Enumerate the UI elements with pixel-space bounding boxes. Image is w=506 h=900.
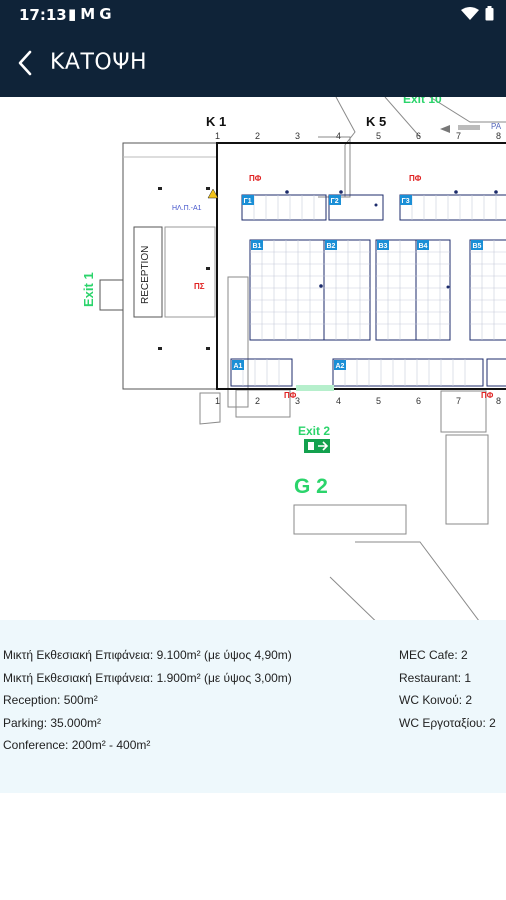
notification-icons: ▮MG [68, 5, 116, 23]
exit-2-label: Exit 2 [298, 424, 330, 438]
booth-label: Γ3 [402, 198, 410, 205]
column-number: 1 [215, 396, 220, 406]
info-line: Restaurant: 1 [399, 670, 472, 685]
info-line: Μικτή Εκθεσιακή Επιφάνεια: 1.900m² (με ύ… [3, 670, 292, 685]
column-number: 4 [336, 396, 341, 406]
booth-label: B1 [253, 243, 262, 250]
info-line: MEC Cafe: 2 [399, 648, 468, 662]
k5-label: K 5 [366, 114, 386, 129]
section-g2-label: G 2 [294, 475, 328, 498]
booth-label: B3 [379, 243, 388, 250]
k1-label: K 1 [206, 114, 226, 129]
booth-label: B2 [327, 243, 336, 250]
parking-label: PA [491, 122, 502, 131]
column-number: 4 [336, 131, 341, 141]
venue-info-panel: Μικτή Εκθεσιακή Επιφάνεια: 9.100m² (με ύ… [0, 620, 506, 793]
status-time: 17:13 [19, 6, 67, 24]
booth-label: A2 [336, 363, 345, 370]
booth-label: Γ1 [244, 198, 252, 205]
exit-1-label: Exit 1 [81, 272, 96, 307]
column-number: 5 [376, 131, 381, 141]
column-number: 3 [295, 396, 300, 406]
booth-label: B4 [419, 243, 428, 250]
column-number: 1 [215, 131, 220, 141]
column-number: 2 [255, 131, 260, 141]
info-right-column: MEC Cafe: 2 Restaurant: 1 WC Κοινού: 2 W… [399, 644, 496, 734]
fire-label: ΠΦ [409, 174, 422, 183]
battery-icon [485, 6, 494, 21]
fire-label: ΠΦ [284, 391, 297, 400]
info-line: Conference: 200m² - 400m² [3, 738, 151, 752]
gmail-icon: M [80, 5, 100, 23]
status-bar: 17:13 ▮MG [0, 0, 506, 30]
fire-label: ΠΦ [249, 174, 262, 183]
info-left-column: Μικτή Εκθεσιακή Επιφάνεια: 9.100m² (με ύ… [3, 644, 292, 757]
floor-plan[interactable]: Γ1 Γ2 Γ3 B1 B2 B3 B4 B5 A1 A2 1 2 3 4 5 … [0, 97, 506, 620]
google-icon: G [99, 5, 116, 23]
exit-sign-icon [304, 439, 330, 453]
column-number: 6 [416, 131, 421, 141]
column-number: 7 [456, 131, 461, 141]
column-number: 3 [295, 131, 300, 141]
booth-label: Γ2 [331, 198, 339, 205]
chevron-left-icon[interactable] [14, 48, 40, 78]
info-line: Parking: 35.000m² [3, 715, 102, 730]
info-line: Reception: 500m² [3, 693, 98, 707]
booth-label: B5 [473, 243, 482, 250]
warning-icon [207, 188, 219, 199]
app-bar: ΚΑΤΟΨΗ [0, 30, 506, 97]
info-line: Μικτή Εκθεσιακή Επιφάνεια: 9.100m² (με ύ… [3, 648, 292, 662]
booth-label: A1 [234, 363, 243, 370]
column-number: 7 [456, 396, 461, 406]
wifi-icon [461, 6, 479, 20]
reception-label: RECEPTION [140, 246, 151, 304]
page-title: ΚΑΤΟΨΗ [50, 50, 148, 75]
column-number: 2 [255, 396, 260, 406]
hall-label: ΗΛ.Π.-Α1 [172, 205, 202, 212]
fire-label: ΠΦ [481, 391, 494, 400]
column-number: 6 [416, 396, 421, 406]
info-line: WC Κοινού: 2 [399, 693, 473, 707]
column-number: 8 [496, 396, 501, 406]
column-number: 8 [496, 131, 501, 141]
exit-10-label: Exit 10 [403, 97, 442, 106]
info-line: WC Εργοταξίου: 2 [399, 715, 496, 730]
fire-label: ΠΣ [194, 282, 205, 291]
column-number: 5 [376, 396, 381, 406]
signal-icon: ▮ [68, 5, 81, 23]
